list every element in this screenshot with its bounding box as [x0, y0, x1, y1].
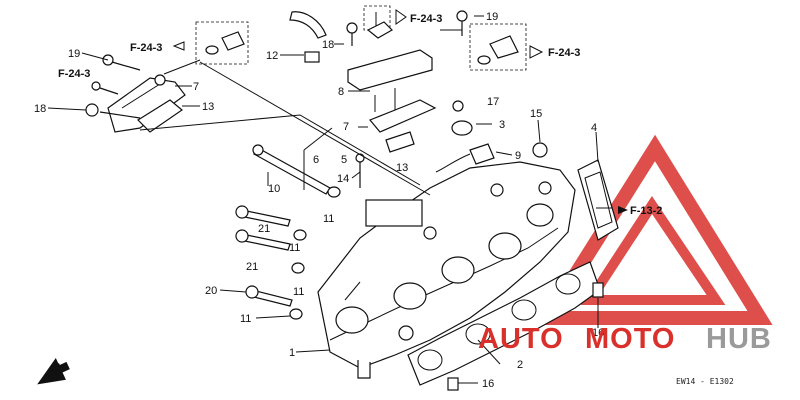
callout-19-left: 19 — [68, 48, 80, 60]
ref-arrow-right — [529, 45, 544, 59]
ref-label-top-left: F-24-3 — [130, 42, 162, 54]
intake-manifold — [317, 161, 576, 379]
hose-top — [363, 5, 393, 39]
callout-21-a: 21 — [258, 223, 270, 235]
callout-12: 12 — [266, 50, 278, 62]
ref-label-left: F-24-3 — [58, 68, 90, 80]
callout-6: 6 — [313, 154, 319, 166]
ref-label-f13: F-13-2 — [630, 205, 662, 217]
callout-8: 8 — [338, 86, 344, 98]
ref-label-top: F-24-3 — [410, 13, 442, 25]
reference-arrows — [37, 9, 628, 385]
ref-arrow-top — [395, 9, 407, 25]
callout-18-left: 18 — [34, 103, 46, 115]
callout-9: 9 — [515, 150, 521, 162]
hose-clamp — [289, 11, 327, 63]
callout-10: 10 — [268, 183, 280, 195]
callout-20: 20 — [205, 285, 217, 297]
callout-11-b: 11 — [289, 242, 300, 254]
callout-21-b: 21 — [246, 261, 258, 273]
callout-13-center: 13 — [396, 162, 408, 174]
callout-5: 5 — [341, 154, 347, 166]
callout-3: 3 — [499, 119, 505, 131]
washers — [289, 186, 341, 320]
diagram-code: EW14 - E1302 — [676, 377, 734, 386]
callout-1: 1 — [289, 347, 295, 359]
bolts — [85, 10, 468, 307]
watermark-text-hub: HUB — [706, 323, 772, 355]
callout-13-left: 13 — [202, 101, 214, 113]
watermark-text-auto: AUTO — [478, 323, 564, 355]
front-direction-arrow — [37, 358, 70, 385]
callout-2: 2 — [517, 359, 523, 371]
watermark-text: AUTO MOTO HUB — [478, 323, 772, 355]
reference-labels: F-24-3 F-24-3 F-24-3 F-24-3 F-13-2 — [58, 13, 662, 217]
callout-16-right: 16 — [592, 327, 604, 339]
callout-numbers: 1 2 3 4 5 6 7 7 8 9 10 11 11 11 11 12 13… — [34, 11, 604, 390]
watermark-triangle-inner — [580, 195, 726, 305]
callout-17: 17 — [487, 96, 499, 108]
callout-11-a: 11 — [323, 213, 334, 225]
leader-lines — [47, 15, 612, 384]
callout-16-bottom: 16 — [482, 378, 494, 390]
callout-19-top: 19 — [486, 11, 498, 23]
ref-arrow-f13 — [618, 206, 628, 214]
callout-18-top: 18 — [322, 39, 334, 51]
ref-label-right: F-24-3 — [548, 47, 580, 59]
water-passage-left — [107, 74, 186, 133]
bracket-assembly — [347, 49, 437, 133]
callout-7-left: 7 — [193, 81, 199, 93]
callout-7-center: 7 — [343, 121, 349, 133]
small-components — [365, 100, 604, 391]
hose-left — [195, 21, 249, 65]
callout-14: 14 — [337, 173, 349, 185]
ref-arrow-left — [172, 41, 185, 51]
callout-11-d: 11 — [240, 313, 251, 325]
callout-15: 15 — [530, 108, 542, 120]
throttle-gasket — [577, 159, 619, 241]
watermark-text-moto: MOTO — [585, 323, 675, 355]
callout-4: 4 — [591, 122, 597, 134]
hose-right — [469, 23, 527, 71]
callout-11-c: 11 — [293, 286, 304, 298]
